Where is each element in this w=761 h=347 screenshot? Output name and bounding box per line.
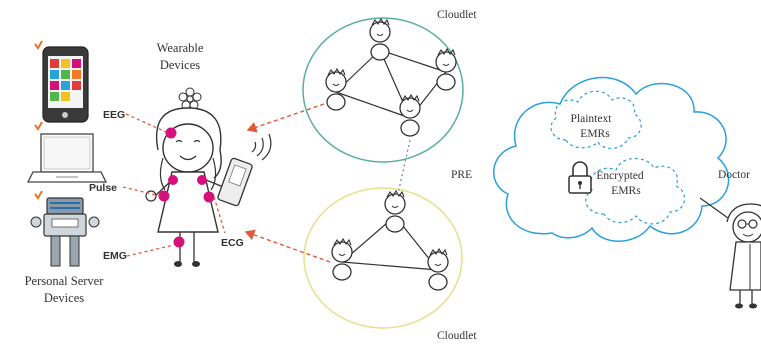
sensor-dots: [158, 127, 215, 248]
encrypted-emrs-label-line2: EMRs: [611, 185, 641, 197]
flower-icon: [178, 87, 202, 110]
phone-icon: [42, 46, 89, 123]
cloudlet-bottom-to-wearable-arrow: [244, 229, 331, 263]
sensor-leads: [122, 113, 226, 257]
pre-link: [396, 139, 411, 199]
wifi-waves-icon: [251, 133, 272, 161]
cloudlet-bottom-ring: [303, 187, 463, 329]
cloudlet-top-label: Cloudlet: [437, 9, 477, 21]
doctor-figure: [726, 203, 761, 309]
checkmark-icon: [34, 40, 43, 200]
cloudlet-top-network: [335, 49, 447, 119]
cloudlet-bottom-label: Cloudlet: [437, 330, 477, 342]
cloud-to-doctor-link: [699, 197, 729, 219]
pre-label: PRE: [451, 169, 472, 181]
handheld-device-icon: [217, 157, 253, 207]
pulse-label: Pulse: [89, 182, 117, 194]
cloudlet-top-ring: [302, 17, 464, 163]
laptop-icon: [26, 133, 108, 183]
wearable-devices-label-line2: Devices: [160, 58, 200, 72]
wearable-devices-label-line1: Wearable: [157, 41, 204, 55]
personal-server-label-line2: Devices: [44, 291, 84, 305]
person-icon: [331, 190, 449, 291]
doctor-label: Doctor: [718, 169, 750, 181]
emr-cloud: [493, 76, 730, 242]
robot-server-icon: [30, 197, 100, 267]
lock-icon: [568, 161, 592, 194]
eeg-label: EEG: [103, 109, 125, 121]
ecg-label: ECG: [221, 237, 244, 249]
plaintext-emr-cloud: [550, 90, 642, 149]
girl-figure: [145, 87, 227, 267]
emg-label: EMG: [103, 250, 127, 262]
personal-server-label-line1: Personal Server: [25, 274, 105, 288]
plaintext-emrs-label-line1: Plaintext: [571, 113, 613, 125]
cloudlet-top-to-wearable-arrow: [246, 103, 325, 133]
encrypted-emrs-label-line1: Encrypted: [596, 170, 644, 182]
plaintext-emrs-label-line2: EMRs: [580, 128, 610, 140]
